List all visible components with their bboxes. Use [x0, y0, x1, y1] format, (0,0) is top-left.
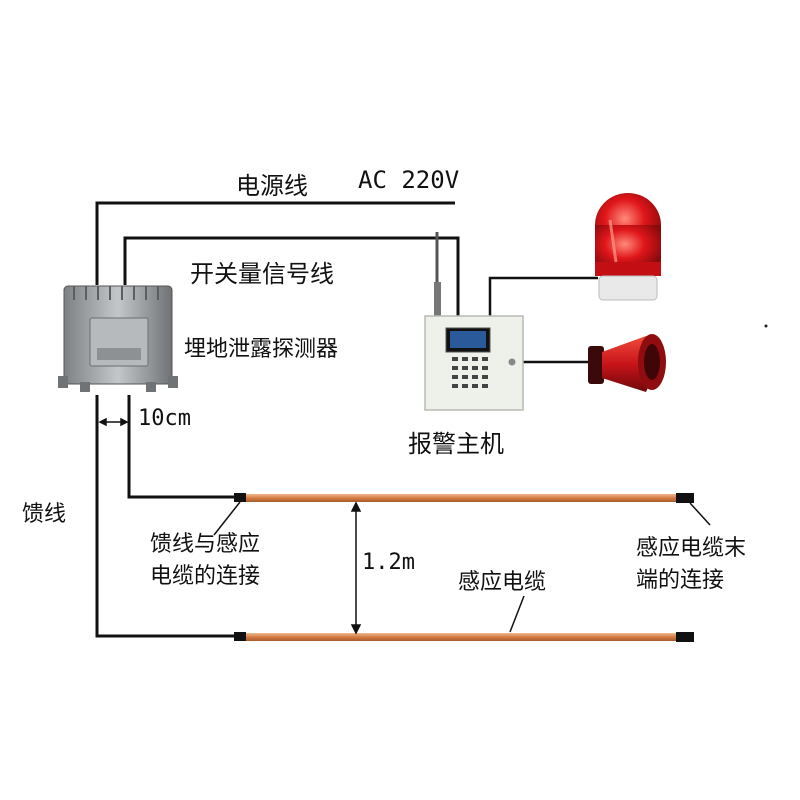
sensing-cable-label: 感应电缆	[458, 570, 547, 595]
feeder-wire-lower	[95, 395, 234, 638]
antenna-icon	[434, 232, 441, 318]
spacing-label: 10cm	[138, 406, 191, 431]
strobe-beacon-icon	[595, 193, 661, 301]
switch-signal-line-label: 开关量信号线	[190, 260, 334, 288]
feeder-joint-label-line2: 电缆的连接	[150, 564, 261, 589]
leader-lines	[213, 501, 711, 633]
sensing-cable-upper	[234, 493, 694, 503]
detector-box-icon	[58, 285, 178, 392]
host-to-beacon-wire	[488, 276, 598, 318]
detector-label: 埋地泄露探测器	[184, 337, 339, 362]
distance-label: 1.2m	[362, 550, 415, 575]
cable-end-label-line1: 感应电缆末	[636, 536, 747, 561]
feeder-joint-label-line1: 馈线与感应	[150, 532, 261, 557]
power-line-wire	[95, 201, 455, 285]
cable-end-label-line2: 端的连接	[636, 568, 725, 593]
sensing-cable-lower	[234, 632, 694, 642]
feeder-wire-upper	[127, 395, 234, 499]
feeder-label: 馈线	[22, 502, 67, 527]
distance-dimension	[350, 501, 362, 635]
power-line-label: 电源线	[236, 172, 308, 200]
horn-siren-icon	[588, 324, 768, 392]
alarm-host-label: 报警主机	[408, 430, 504, 458]
spacing-dimension	[98, 417, 129, 427]
power-spec-label: AC 220V	[358, 166, 460, 194]
alarm-host-icon	[424, 315, 524, 411]
signal-line-wire	[123, 236, 460, 322]
